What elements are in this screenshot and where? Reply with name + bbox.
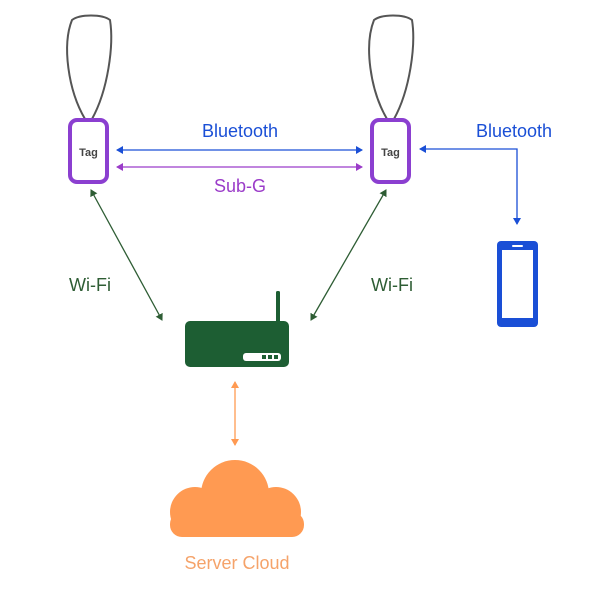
tag-left-label: Tag xyxy=(79,147,98,159)
cloud-icon xyxy=(170,460,304,537)
smartphone-icon xyxy=(497,241,538,327)
router-icon xyxy=(185,291,289,367)
subg-link-tags-label: Sub-G xyxy=(214,176,266,196)
wifi-link-left xyxy=(90,189,163,321)
tag-right-label: Tag xyxy=(381,147,400,159)
lanyard-icon-left xyxy=(66,14,113,120)
lanyard-icon-right xyxy=(368,14,415,120)
tag-left: Tag xyxy=(68,118,109,184)
bluetooth-link-tags-label: Bluetooth xyxy=(202,121,278,141)
wifi-link-left-label: Wi-Fi xyxy=(69,275,111,295)
wifi-link-right xyxy=(310,189,387,321)
tag-right: Tag xyxy=(370,118,411,184)
wifi-link-right-label: Wi-Fi xyxy=(371,275,413,295)
bluetooth-link-phone-label: Bluetooth xyxy=(476,121,552,141)
bluetooth-link-phone xyxy=(419,145,521,225)
server-cloud-label: Server Cloud xyxy=(184,553,289,573)
